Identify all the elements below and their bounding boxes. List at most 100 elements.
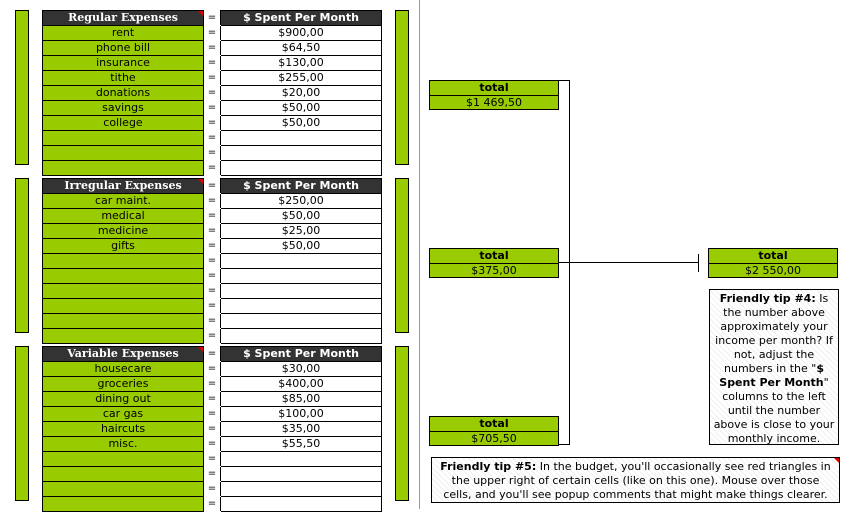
equals-sign: = bbox=[203, 70, 221, 86]
amount-cell[interactable]: $35,00 bbox=[220, 421, 382, 437]
amount-cell[interactable]: $50,00 bbox=[220, 238, 382, 254]
expense-label-cell[interactable]: savings bbox=[42, 100, 204, 116]
table-row: = bbox=[42, 283, 382, 299]
amount-cell[interactable]: $20,00 bbox=[220, 85, 382, 101]
table-row: rent=$900,00 bbox=[42, 25, 382, 41]
expense-label-cell[interactable]: medical bbox=[42, 208, 204, 224]
amount-cell[interactable]: $255,00 bbox=[220, 70, 382, 86]
comment-indicator-icon[interactable] bbox=[198, 11, 203, 16]
expense-label-cell[interactable]: dining out bbox=[42, 391, 204, 407]
section-title[interactable]: Regular Expenses bbox=[42, 10, 204, 26]
expense-label-cell[interactable] bbox=[42, 253, 204, 269]
amount-cell[interactable]: $50,00 bbox=[220, 100, 382, 116]
expense-label-cell[interactable]: car gas bbox=[42, 406, 204, 422]
amount-cell[interactable] bbox=[220, 298, 382, 314]
equals-sign: = bbox=[203, 466, 221, 482]
amount-cell[interactable]: $64,50 bbox=[220, 40, 382, 56]
total-value: $375,00 bbox=[471, 264, 517, 277]
amount-cell[interactable]: $130,00 bbox=[220, 55, 382, 71]
equals-sign: = bbox=[203, 406, 221, 422]
amount-cell[interactable]: $900,00 bbox=[220, 25, 382, 41]
amount-cell[interactable]: $50,00 bbox=[220, 115, 382, 131]
table-row: = bbox=[42, 253, 382, 269]
friendly-tip-4[interactable]: Friendly tip #4: Is the number above app… bbox=[709, 289, 839, 445]
comment-indicator-icon[interactable] bbox=[198, 347, 203, 352]
tip-4-bold: $ Spent Per Month bbox=[719, 362, 824, 389]
section-3-left-bar bbox=[15, 346, 29, 501]
expense-label-cell[interactable]: insurance bbox=[42, 55, 204, 71]
irregular-total-box[interactable]: total $375,00 bbox=[429, 248, 559, 278]
expense-label-cell[interactable]: medicine bbox=[42, 223, 204, 239]
equals-sign: = bbox=[203, 298, 221, 314]
table-row: car gas=$100,00 bbox=[42, 406, 382, 422]
equals-sign: = bbox=[203, 40, 221, 56]
expense-label-cell[interactable]: groceries bbox=[42, 376, 204, 392]
equals-sign: = bbox=[203, 283, 221, 299]
section-title[interactable]: Variable Expenses bbox=[42, 346, 204, 362]
grand-total-box[interactable]: total $2 550,00 bbox=[708, 248, 838, 278]
section-title[interactable]: Irregular Expenses bbox=[42, 178, 204, 194]
comment-indicator-icon[interactable] bbox=[834, 458, 839, 463]
expense-label-cell[interactable]: haircuts bbox=[42, 421, 204, 437]
amount-cell[interactable] bbox=[220, 283, 382, 299]
table-row: = bbox=[42, 160, 382, 176]
amount-cell[interactable]: $55,50 bbox=[220, 436, 382, 452]
amount-cell[interactable] bbox=[220, 160, 382, 176]
amount-cell[interactable] bbox=[220, 481, 382, 497]
equals-sign: = bbox=[203, 85, 221, 101]
expense-label-cell[interactable]: misc. bbox=[42, 436, 204, 452]
amount-cell[interactable] bbox=[220, 145, 382, 161]
expense-label-cell[interactable]: housecare bbox=[42, 361, 204, 377]
expense-label-cell[interactable]: phone bill bbox=[42, 40, 204, 56]
expense-label-cell[interactable]: donations bbox=[42, 85, 204, 101]
equals-sign: = bbox=[203, 361, 221, 377]
expense-label-cell[interactable] bbox=[42, 328, 204, 344]
expense-label-cell[interactable] bbox=[42, 466, 204, 482]
amount-cell[interactable] bbox=[220, 328, 382, 344]
table-row: = bbox=[42, 145, 382, 161]
equals-sign: = bbox=[203, 451, 221, 467]
amount-cell[interactable] bbox=[220, 130, 382, 146]
amount-cell[interactable] bbox=[220, 268, 382, 284]
table-header-row: Variable Expenses=$ Spent Per Month bbox=[42, 346, 382, 362]
amount-cell[interactable] bbox=[220, 466, 382, 482]
column-header: $ Spent Per Month bbox=[220, 10, 382, 26]
expense-label-cell[interactable] bbox=[42, 298, 204, 314]
expense-label-cell[interactable] bbox=[42, 481, 204, 497]
column-header: $ Spent Per Month bbox=[220, 178, 382, 194]
amount-cell[interactable] bbox=[220, 496, 382, 512]
expense-label-cell[interactable] bbox=[42, 496, 204, 512]
regular-total-box[interactable]: total $1 469,50 bbox=[429, 80, 559, 110]
amount-cell[interactable] bbox=[220, 313, 382, 329]
expense-label-cell[interactable] bbox=[42, 145, 204, 161]
expense-label-cell[interactable]: car maint. bbox=[42, 193, 204, 209]
page-divider bbox=[419, 0, 420, 509]
expense-label-cell[interactable]: college bbox=[42, 115, 204, 131]
connector-middle bbox=[559, 262, 570, 263]
table-row: = bbox=[42, 268, 382, 284]
table-row: = bbox=[42, 466, 382, 482]
expense-label-cell[interactable]: gifts bbox=[42, 238, 204, 254]
amount-cell[interactable]: $30,00 bbox=[220, 361, 382, 377]
amount-cell[interactable]: $85,00 bbox=[220, 391, 382, 407]
expense-label-cell[interactable] bbox=[42, 283, 204, 299]
expense-label-cell[interactable] bbox=[42, 313, 204, 329]
expense-label-cell[interactable] bbox=[42, 130, 204, 146]
variable-total-box[interactable]: total $705,50 bbox=[429, 416, 559, 446]
amount-cell[interactable] bbox=[220, 253, 382, 269]
amount-cell[interactable] bbox=[220, 451, 382, 467]
amount-cell[interactable]: $250,00 bbox=[220, 193, 382, 209]
expense-label-cell[interactable]: rent bbox=[42, 25, 204, 41]
amount-cell[interactable]: $50,00 bbox=[220, 208, 382, 224]
friendly-tip-5[interactable]: Friendly tip #5: In the budget, you'll o… bbox=[431, 457, 840, 503]
comment-indicator-icon[interactable] bbox=[198, 179, 203, 184]
expense-label-cell[interactable] bbox=[42, 451, 204, 467]
amount-cell[interactable]: $25,00 bbox=[220, 223, 382, 239]
amount-cell[interactable]: $100,00 bbox=[220, 406, 382, 422]
expense-label-cell[interactable] bbox=[42, 268, 204, 284]
amount-cell[interactable]: $400,00 bbox=[220, 376, 382, 392]
expense-label-cell[interactable] bbox=[42, 160, 204, 176]
irregular-expenses-table: Irregular Expenses = $ Spent Per Month car … bbox=[42, 178, 382, 344]
expense-label-cell[interactable]: tithe bbox=[42, 70, 204, 86]
equals-sign: = bbox=[203, 145, 221, 161]
